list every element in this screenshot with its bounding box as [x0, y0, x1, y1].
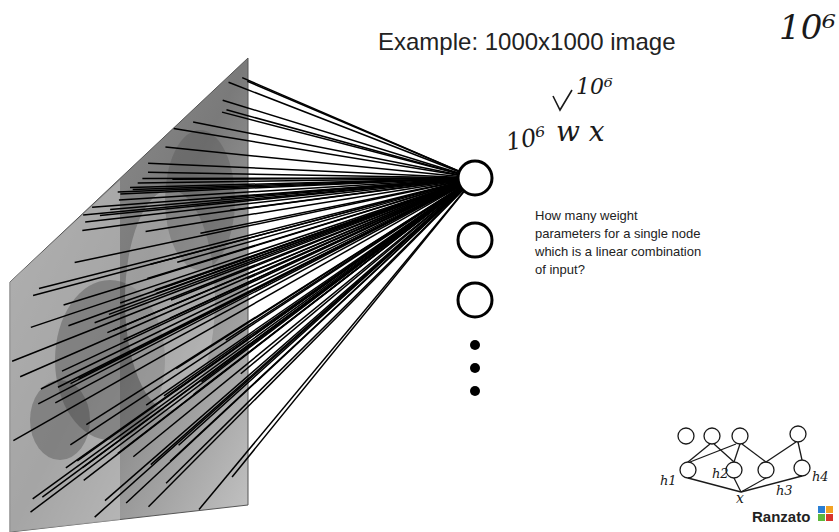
weight-line — [70, 188, 460, 445]
weight-line — [120, 184, 458, 303]
handwritten-note: 10⁶ — [576, 74, 613, 99]
weight-line — [147, 183, 457, 278]
weight-line — [172, 178, 457, 179]
weight-line — [20, 185, 458, 376]
weight-line — [31, 184, 458, 328]
weight-line — [109, 184, 458, 314]
input-label: x — [736, 490, 744, 506]
slide-title: Example: 1000x1000 image — [378, 28, 676, 56]
weight-line — [83, 189, 461, 468]
weight-line — [13, 187, 459, 441]
weight-line — [86, 188, 459, 425]
weight-line — [183, 186, 459, 326]
weight-line — [242, 78, 458, 171]
weight-line — [126, 190, 462, 503]
weight-line — [41, 186, 459, 389]
weight-line — [58, 186, 459, 387]
weight-line — [118, 179, 457, 192]
weight-line — [78, 186, 459, 378]
question-text: How many weight parameters for a single … — [535, 207, 703, 279]
weight-line — [176, 188, 460, 369]
weight-line — [199, 192, 463, 510]
weight-line — [95, 184, 459, 322]
weight-line — [232, 192, 464, 477]
weight-line — [113, 185, 458, 330]
weight-line — [31, 189, 461, 512]
check-arrow — [553, 90, 572, 110]
weight-line — [229, 82, 459, 171]
weight-line — [221, 179, 457, 198]
weight-line — [226, 110, 457, 173]
weight-line — [142, 177, 457, 179]
weight-line — [38, 186, 459, 404]
weight-line — [193, 122, 457, 175]
connection-lines — [12, 78, 464, 517]
weight-line — [75, 182, 458, 263]
handwritten-note: 10⁶ — [504, 123, 548, 157]
weight-line — [105, 190, 461, 501]
network-sketch — [678, 426, 810, 492]
weight-line — [223, 100, 458, 173]
weight-line — [12, 185, 458, 362]
logo-mark — [818, 506, 833, 521]
weight-line — [133, 189, 461, 456]
node-label: h3 — [776, 484, 793, 499]
weight-line — [66, 188, 460, 467]
weight-line — [62, 186, 459, 371]
handwritten-note: w x — [556, 116, 605, 148]
node-label: h2 — [712, 467, 729, 482]
node-label: h4 — [812, 470, 829, 485]
logo-text: Ranzato — [752, 508, 810, 525]
node-label: h1 — [660, 474, 677, 489]
weight-line — [171, 185, 458, 300]
neuron-column — [458, 161, 492, 396]
weight-line — [77, 188, 460, 461]
handwritten-note: 10⁶ — [779, 8, 836, 47]
